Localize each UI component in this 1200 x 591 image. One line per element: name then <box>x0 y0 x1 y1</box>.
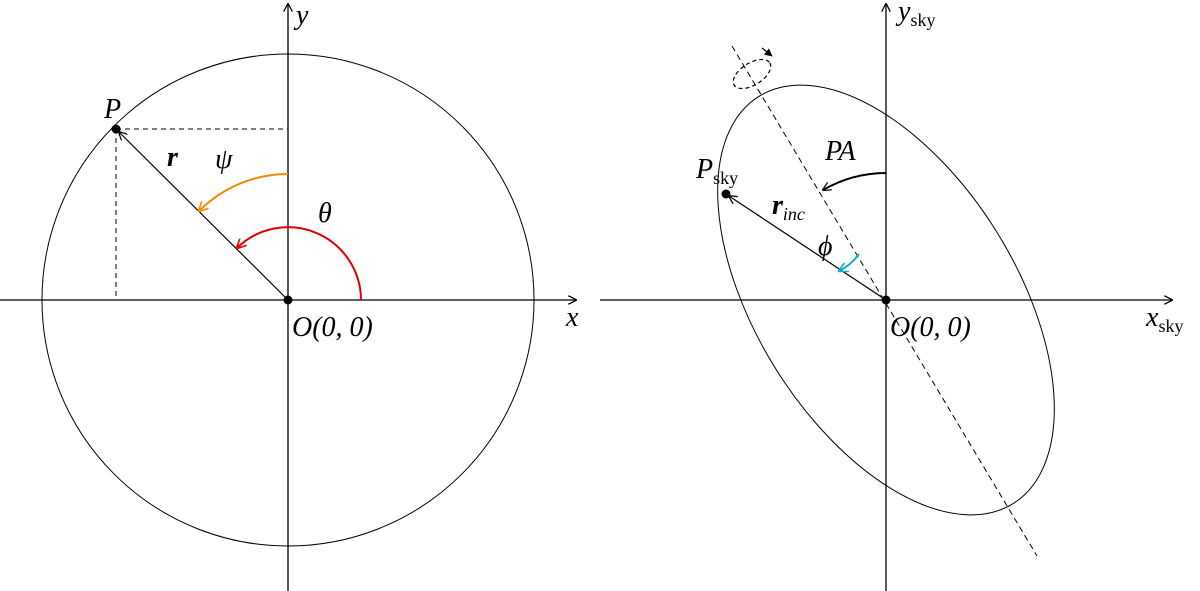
pa-arc <box>823 172 887 190</box>
rotation-arrowhead <box>761 47 773 57</box>
axis-label-y: y <box>293 0 309 31</box>
left-panel: x y P r ψ θ O(0, 0) <box>0 0 579 591</box>
origin-label: O(0, 0) <box>292 312 373 343</box>
origin-sky-dot <box>881 295 891 305</box>
axis-label-x-sky: xsky <box>1145 302 1183 336</box>
vector-label-r: r <box>167 142 179 173</box>
angle-label-psi: ψ <box>215 144 233 175</box>
point-p-dot <box>111 124 121 134</box>
projected-ellipse <box>717 84 1055 516</box>
theta-arc <box>237 226 362 301</box>
vector-r-inc <box>729 196 887 301</box>
point-label-p: P <box>103 94 121 125</box>
axis-label-y-sky: ysky <box>895 0 935 30</box>
vector-label-r-inc: rinc <box>772 190 805 224</box>
angle-label-pa: PA <box>824 136 856 167</box>
origin-dot <box>283 295 293 305</box>
origin-label-sky: O(0, 0) <box>890 312 971 343</box>
point-label-p-sky: Psky <box>695 154 738 188</box>
phi-arc <box>839 253 860 271</box>
major-axis-line <box>731 45 1038 557</box>
rotation-indicator <box>732 58 772 90</box>
vector-r <box>119 132 289 301</box>
right-panel: xsky ysky Psky rinc PA ϕ O(0, 0) <box>600 0 1183 591</box>
axis-label-x: x <box>565 302 579 333</box>
point-p-sky-dot <box>721 189 731 199</box>
psi-arc <box>199 173 289 211</box>
angle-label-theta: θ <box>318 198 332 229</box>
angle-label-phi: ϕ <box>818 231 833 262</box>
